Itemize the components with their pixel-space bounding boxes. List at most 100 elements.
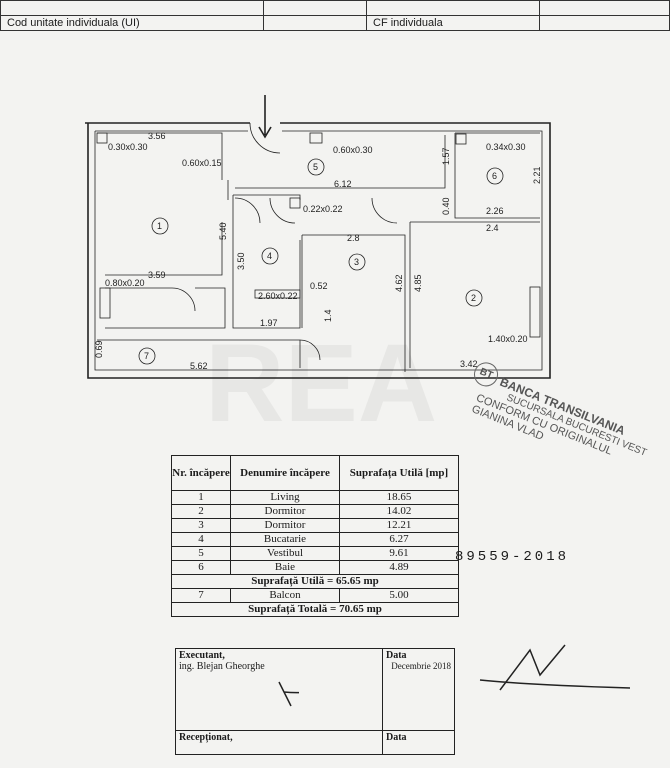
dimension-label: 0.40: [441, 197, 451, 215]
column: [99, 287, 111, 319]
cell-name: Bucatarie: [230, 532, 340, 547]
column: [254, 289, 301, 299]
cell-nr: 5: [171, 546, 231, 561]
cell-nr: 3: [171, 518, 231, 533]
room-7-wall: [97, 339, 301, 368]
watermark: REA: [205, 322, 438, 445]
header-nr: Nr. încăpere: [171, 455, 231, 491]
cell-name: Living: [230, 490, 340, 505]
column: [529, 286, 541, 338]
room-marker: [261, 247, 279, 265]
door-arc: [171, 122, 398, 361]
cell-nr: 4: [171, 532, 231, 547]
room-marker: [151, 217, 169, 235]
dimension-label: 4.85: [413, 274, 423, 292]
column: [289, 197, 301, 209]
outer-wall: [85, 122, 551, 379]
second-signature: [479, 644, 631, 691]
room-number: 3: [354, 257, 359, 267]
header-area: Suprafața Utilă [mp]: [339, 455, 459, 491]
cell-area: 4.89: [339, 560, 459, 575]
room-marker: [348, 253, 366, 271]
room-6-wall: [454, 132, 540, 219]
header-label-cf: CF individuala: [366, 15, 540, 31]
dimension-label: 1.97: [260, 318, 278, 328]
header-table: Cod unitate individuala (UI) CF individu…: [0, 0, 670, 31]
room-number: 6: [492, 171, 497, 181]
dimension-label: 0.80x0.20: [105, 278, 145, 288]
cell-area: 5.00: [339, 588, 459, 603]
dimension-label: 2.60x0.22: [258, 291, 298, 301]
registration-number: 89559-2018: [455, 549, 570, 565]
column: [455, 133, 467, 145]
area-table: Nr. încăpere Denumire încăpere Suprafața…: [171, 455, 459, 617]
date-label: Data: [386, 650, 407, 661]
cell-nr: 7: [171, 588, 231, 603]
grand-total: Suprafață Totală = 70.65 mp: [171, 602, 459, 617]
date-label-2: Data: [382, 730, 455, 755]
column: [309, 132, 323, 144]
executant-name: ing. Blejan Gheorghe: [179, 661, 265, 672]
cell-area: 6.27: [339, 532, 459, 547]
room-marker: [307, 158, 325, 176]
dimension-label: 1.40x0.20: [488, 334, 528, 344]
outer-wall-inner: [94, 130, 543, 371]
dimension-label: 2.21: [532, 166, 542, 184]
signature-table: Executant, ing. Blejan Gheorghe Data Dec…: [175, 648, 455, 755]
header-cell: [539, 15, 670, 31]
cell-name: Dormitor: [230, 518, 340, 533]
useful-total: Suprafață Utilă = 65.65 mp: [171, 574, 459, 589]
dimension-label: 3.59: [148, 270, 166, 280]
useful-total-row: Suprafață Utilă = 65.65 mp: [171, 574, 459, 589]
dimension-label: 4.62: [394, 274, 404, 292]
dimension-label: 0.69: [94, 340, 104, 358]
room-number: 7: [144, 351, 149, 361]
cell-name: Baie: [230, 560, 340, 575]
dimension-label: 0.22x0.22: [303, 204, 343, 214]
cell-area: 9.61: [339, 546, 459, 561]
signature: [278, 681, 320, 707]
dimension-label: 0.60x0.30: [333, 145, 373, 155]
dimension-label: 2.26: [486, 206, 504, 216]
dimension-label: 0.52: [310, 281, 328, 291]
dimension-label: 0.60x0.15: [182, 158, 222, 168]
header-name: Denumire încăpere: [230, 455, 340, 491]
room-number: 4: [267, 251, 272, 261]
dimension-label: 1.57: [441, 147, 451, 165]
executant-label: Executant,: [179, 650, 225, 661]
room-3-wall: [301, 234, 406, 372]
dimension-label: 3.56: [148, 131, 166, 141]
floor-plan: 1 2 3 4 5 6 7 3.56 0.30x0.30 0.60x0.15 5…: [85, 95, 551, 379]
dimension-label: 5.62: [190, 361, 208, 371]
cell-area: 18.65: [339, 490, 459, 505]
room-marker: [138, 347, 156, 365]
dimension-label: 2.4: [486, 223, 499, 233]
date-value: Decembrie 2018: [391, 661, 451, 671]
room-2-wall: [409, 221, 540, 368]
room-1-wall: [97, 132, 229, 276]
cell-name: Dormitor: [230, 504, 340, 519]
cell-nr: 6: [171, 560, 231, 575]
dimension-label: 5.40: [218, 222, 228, 240]
cell-nr: 1: [171, 490, 231, 505]
room-number: 1: [157, 221, 162, 231]
column: [96, 132, 108, 144]
cell-area: 14.02: [339, 504, 459, 519]
grand-total-row: Suprafață Totală = 70.65 mp: [171, 602, 459, 617]
room-1-lower-wall: [105, 287, 226, 329]
dimension-label: 0.34x0.30: [486, 142, 526, 152]
room-number: 5: [313, 162, 318, 172]
cell-nr: 2: [171, 504, 231, 519]
room-number: 2: [471, 293, 476, 303]
dimension-label: 0.30x0.30: [108, 142, 148, 152]
dimension-label: 3.42: [460, 359, 478, 369]
cell-name: Vestibul: [230, 546, 340, 561]
receptionat-label: Recepționat,: [175, 730, 383, 755]
cell-area: 12.21: [339, 518, 459, 533]
dimension-label: 3.50: [236, 252, 246, 270]
